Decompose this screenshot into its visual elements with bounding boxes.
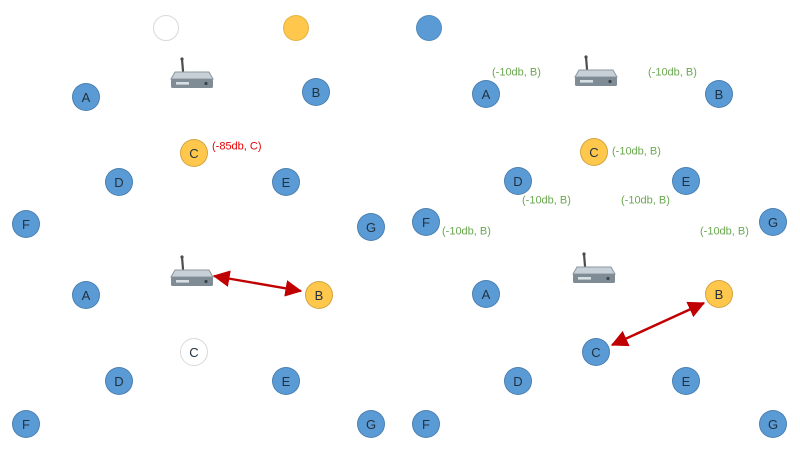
top-right-annotation-0: (-10db, B) <box>492 66 541 79</box>
top-left-node-F: F <box>12 210 40 238</box>
bottom-left-router-icon <box>170 255 214 286</box>
bottom-right-node-D: D <box>504 367 532 395</box>
bottom-right-node-B: B <box>705 280 733 308</box>
bottom-right-node-E: E <box>672 367 700 395</box>
top-right-node-C: C <box>580 138 608 166</box>
bottom-left-node-C: C <box>180 338 208 366</box>
top-right-node-A: A <box>472 80 500 108</box>
bottom-left-node-D: D <box>105 367 133 395</box>
top-right-router-icon <box>574 55 618 86</box>
bottom-right-arrow-0 <box>610 301 706 347</box>
bottom-left-node-G: G <box>357 410 385 438</box>
bottom-left-node-A: A <box>72 281 100 309</box>
top-right-node-E: E <box>672 167 700 195</box>
bottom-left-node-E: E <box>272 367 300 395</box>
bottom-right-node-C: C <box>582 338 610 366</box>
legend-yellow-dot <box>283 15 309 41</box>
bottom-right-router-icon <box>572 252 616 283</box>
top-right-annotation-4: (-10db, B) <box>621 194 670 207</box>
top-right-node-G: G <box>759 208 787 236</box>
top-left-router-icon <box>170 57 214 88</box>
top-left-node-B: B <box>302 78 330 106</box>
legend-blue-dot <box>416 15 442 41</box>
top-left-node-A: A <box>72 83 100 111</box>
bottom-right-node-G: G <box>759 410 787 438</box>
bottom-left-node-B: B <box>305 281 333 309</box>
top-right-annotation-1: (-10db, B) <box>648 66 697 79</box>
top-right-annotation-2: (-10db, B) <box>612 145 661 158</box>
top-left-node-E: E <box>272 168 300 196</box>
top-left-node-D: D <box>105 168 133 196</box>
top-right-node-B: B <box>705 80 733 108</box>
bottom-right-node-A: A <box>472 280 500 308</box>
bottom-left-arrow-0 <box>212 270 303 297</box>
top-right-annotation-3: (-10db, B) <box>522 194 571 207</box>
top-left-annotation-0: (-85db, C) <box>212 140 262 153</box>
legend-white-dot <box>153 15 179 41</box>
top-left-node-G: G <box>357 213 385 241</box>
top-right-node-D: D <box>504 167 532 195</box>
top-right-node-F: F <box>412 208 440 236</box>
bottom-left-node-F: F <box>12 410 40 438</box>
top-left-node-C: C <box>180 139 208 167</box>
bottom-right-node-F: F <box>412 410 440 438</box>
top-right-annotation-6: (-10db, B) <box>700 225 749 238</box>
top-right-annotation-5: (-10db, B) <box>442 225 491 238</box>
